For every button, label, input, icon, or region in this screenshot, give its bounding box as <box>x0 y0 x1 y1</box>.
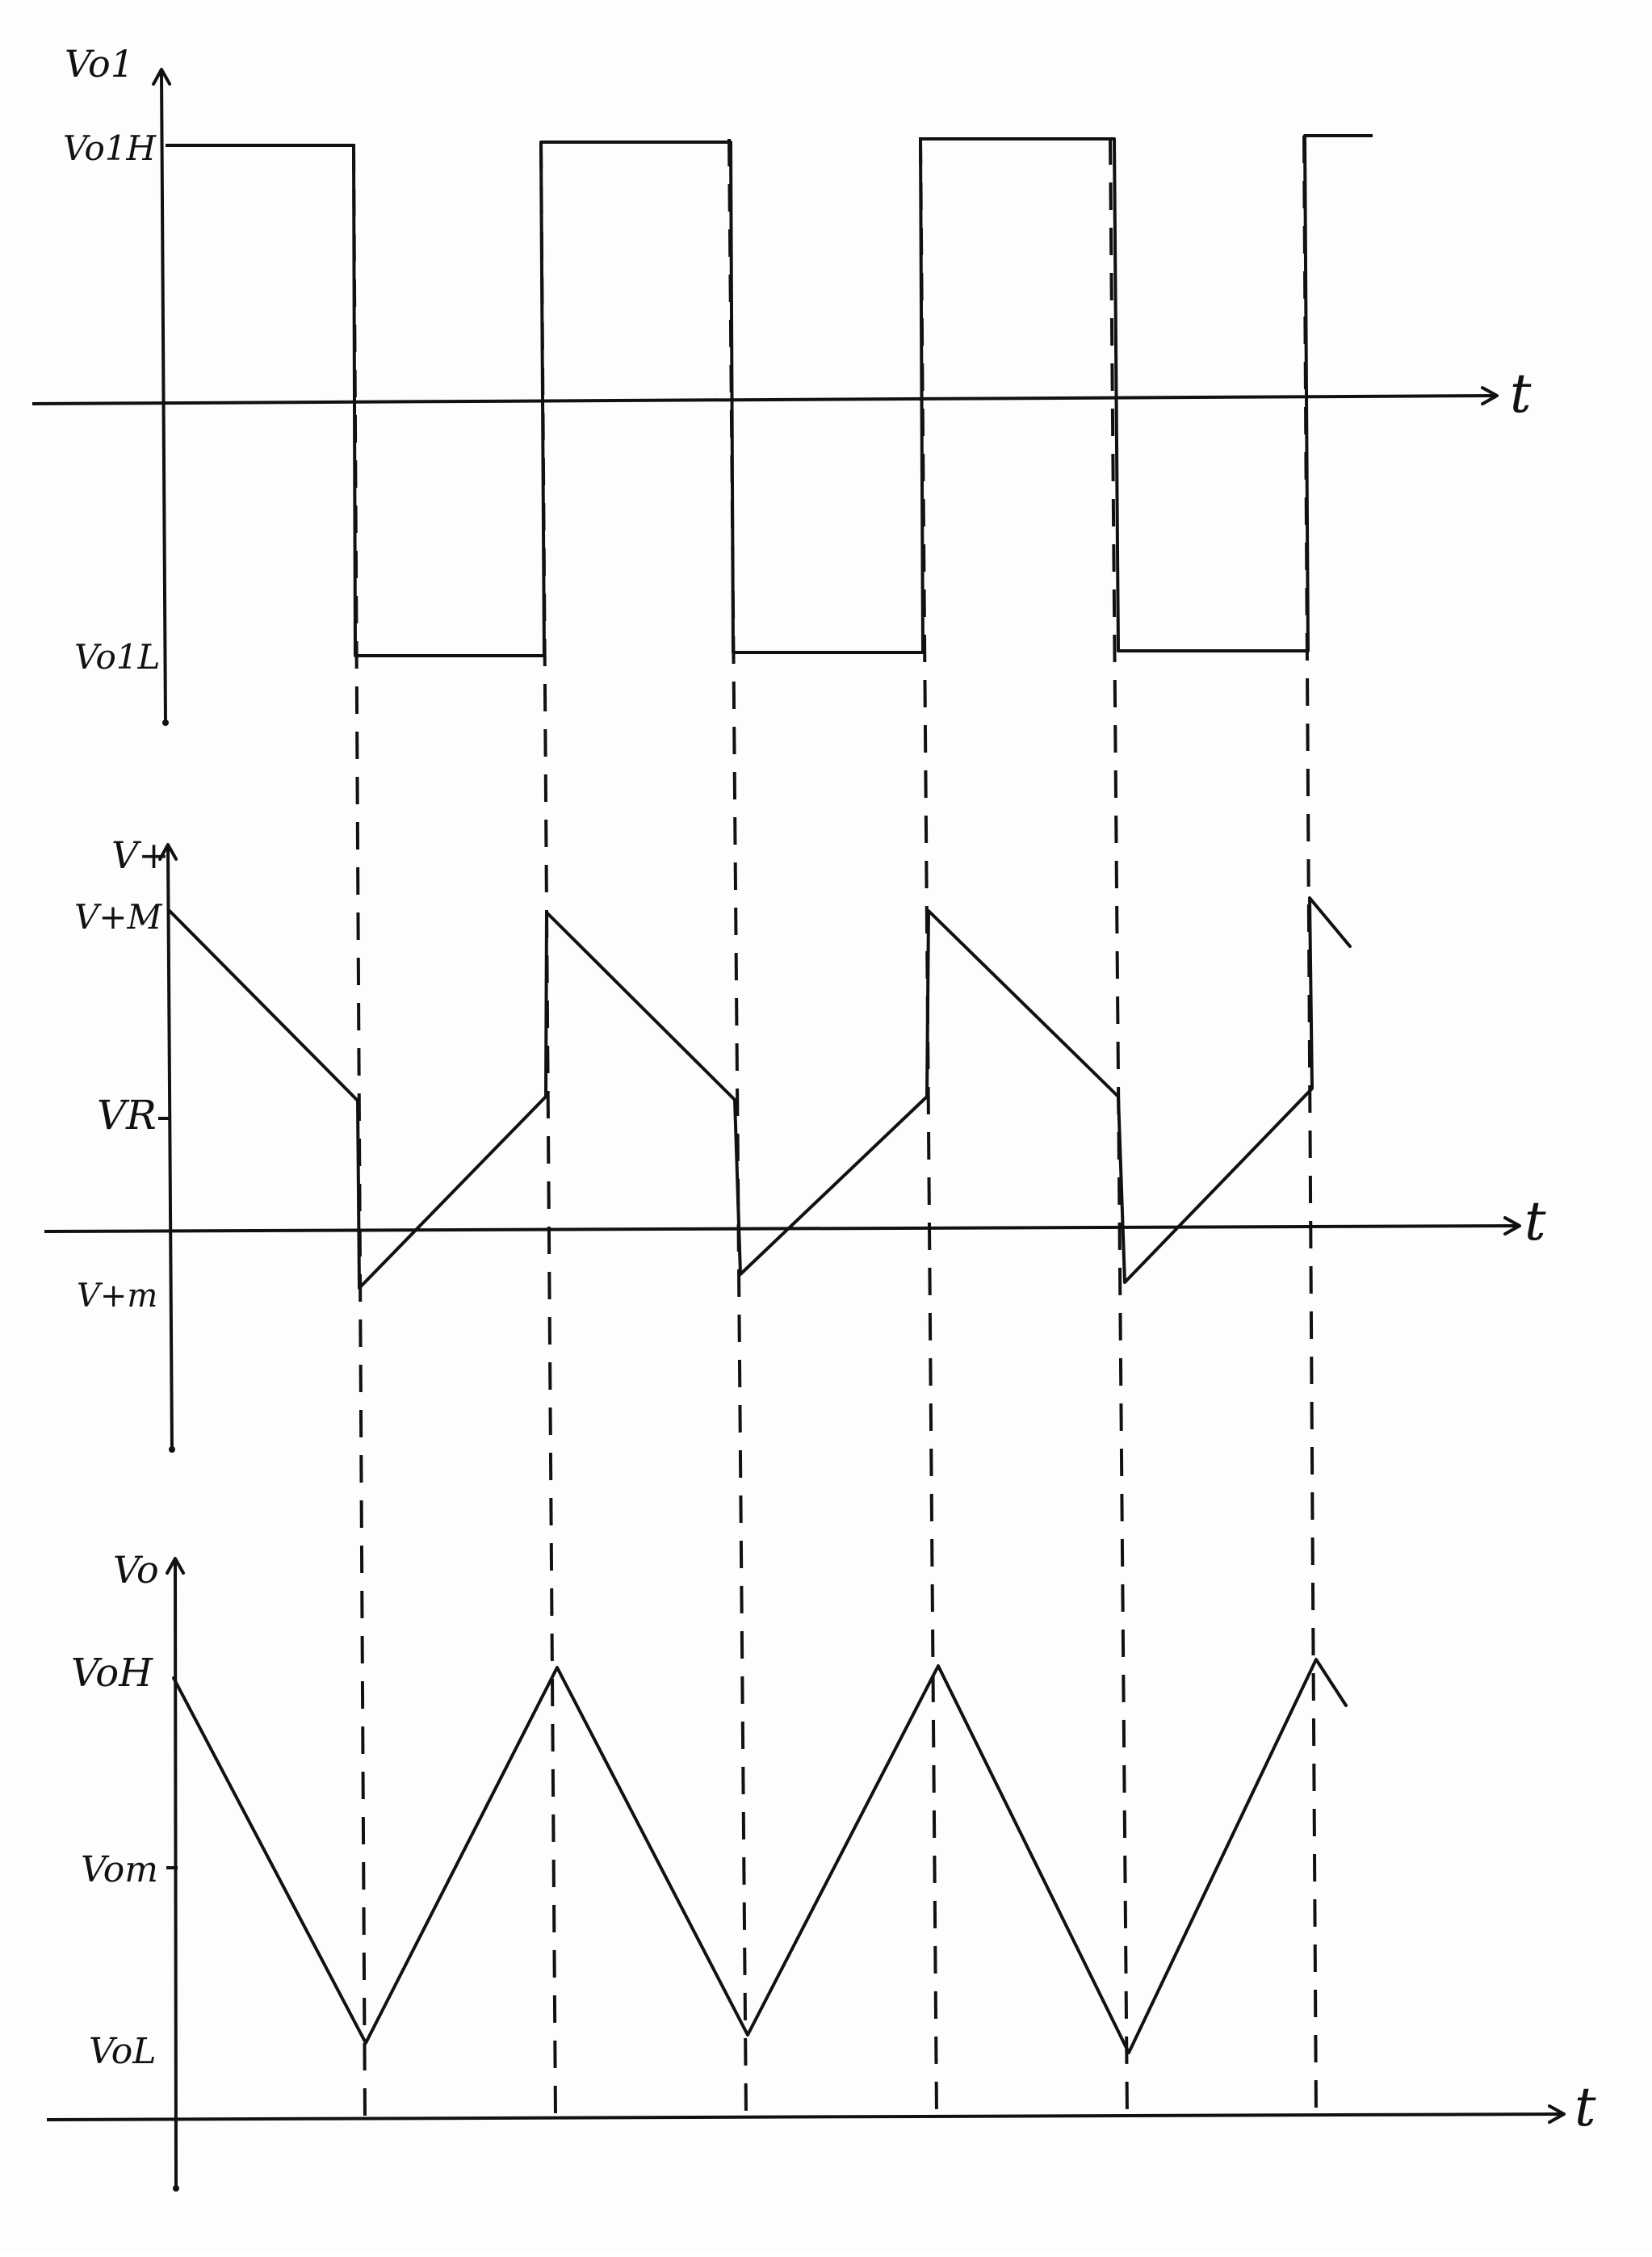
vo-level-low-label: VoL <box>89 2031 156 2072</box>
vo-level-mid-label: Vom <box>81 1849 158 1890</box>
vo-triangle-wave <box>172 1658 1348 2054</box>
vo-time-axis <box>46 2104 1566 2125</box>
vo1-level-low-label: Vo1L <box>74 637 160 677</box>
vplus-waveform <box>168 896 1352 1290</box>
vplus-level-min-label: V+m <box>77 1277 157 1315</box>
vo-level-high-label: VoH <box>71 1651 153 1696</box>
vo1-axis-end-dot <box>162 719 169 726</box>
vplus-level-ref-label: VR <box>97 1092 157 1139</box>
vo-axis-end-dot <box>173 2185 179 2192</box>
vo1-time-axis <box>31 386 1499 406</box>
panel-vplus: V+ t V+M VR V+m <box>44 833 1546 1453</box>
vo1-axis-label: Vo1 <box>65 42 134 86</box>
vo1-y-axis <box>152 68 172 724</box>
vplus-level-max-label: V+M <box>74 897 163 937</box>
transition-markers <box>352 135 1318 2116</box>
transition-line-5 <box>1109 136 1129 2116</box>
vo1-time-label: t <box>1510 363 1532 425</box>
vplus-time-axis <box>44 1216 1521 1236</box>
panel-vo: Vo t VoH Vom VoL <box>46 1548 1596 2192</box>
panel-vo1: Vo1 t Vo1H Vo1L <box>31 42 1532 726</box>
vplus-axis-label: V+ <box>111 833 170 877</box>
vo1-level-high-label: Vo1H <box>63 128 157 168</box>
vplus-axis-end-dot <box>169 1446 175 1453</box>
vo-time-label: t <box>1574 2076 1596 2138</box>
vo-axis-label: Vo <box>113 1548 159 1592</box>
vplus-time-label: t <box>1524 1190 1546 1252</box>
vplus-y-axis <box>158 843 178 1450</box>
vo1-square-wave <box>166 134 1373 657</box>
vo-y-axis <box>166 1557 186 2189</box>
